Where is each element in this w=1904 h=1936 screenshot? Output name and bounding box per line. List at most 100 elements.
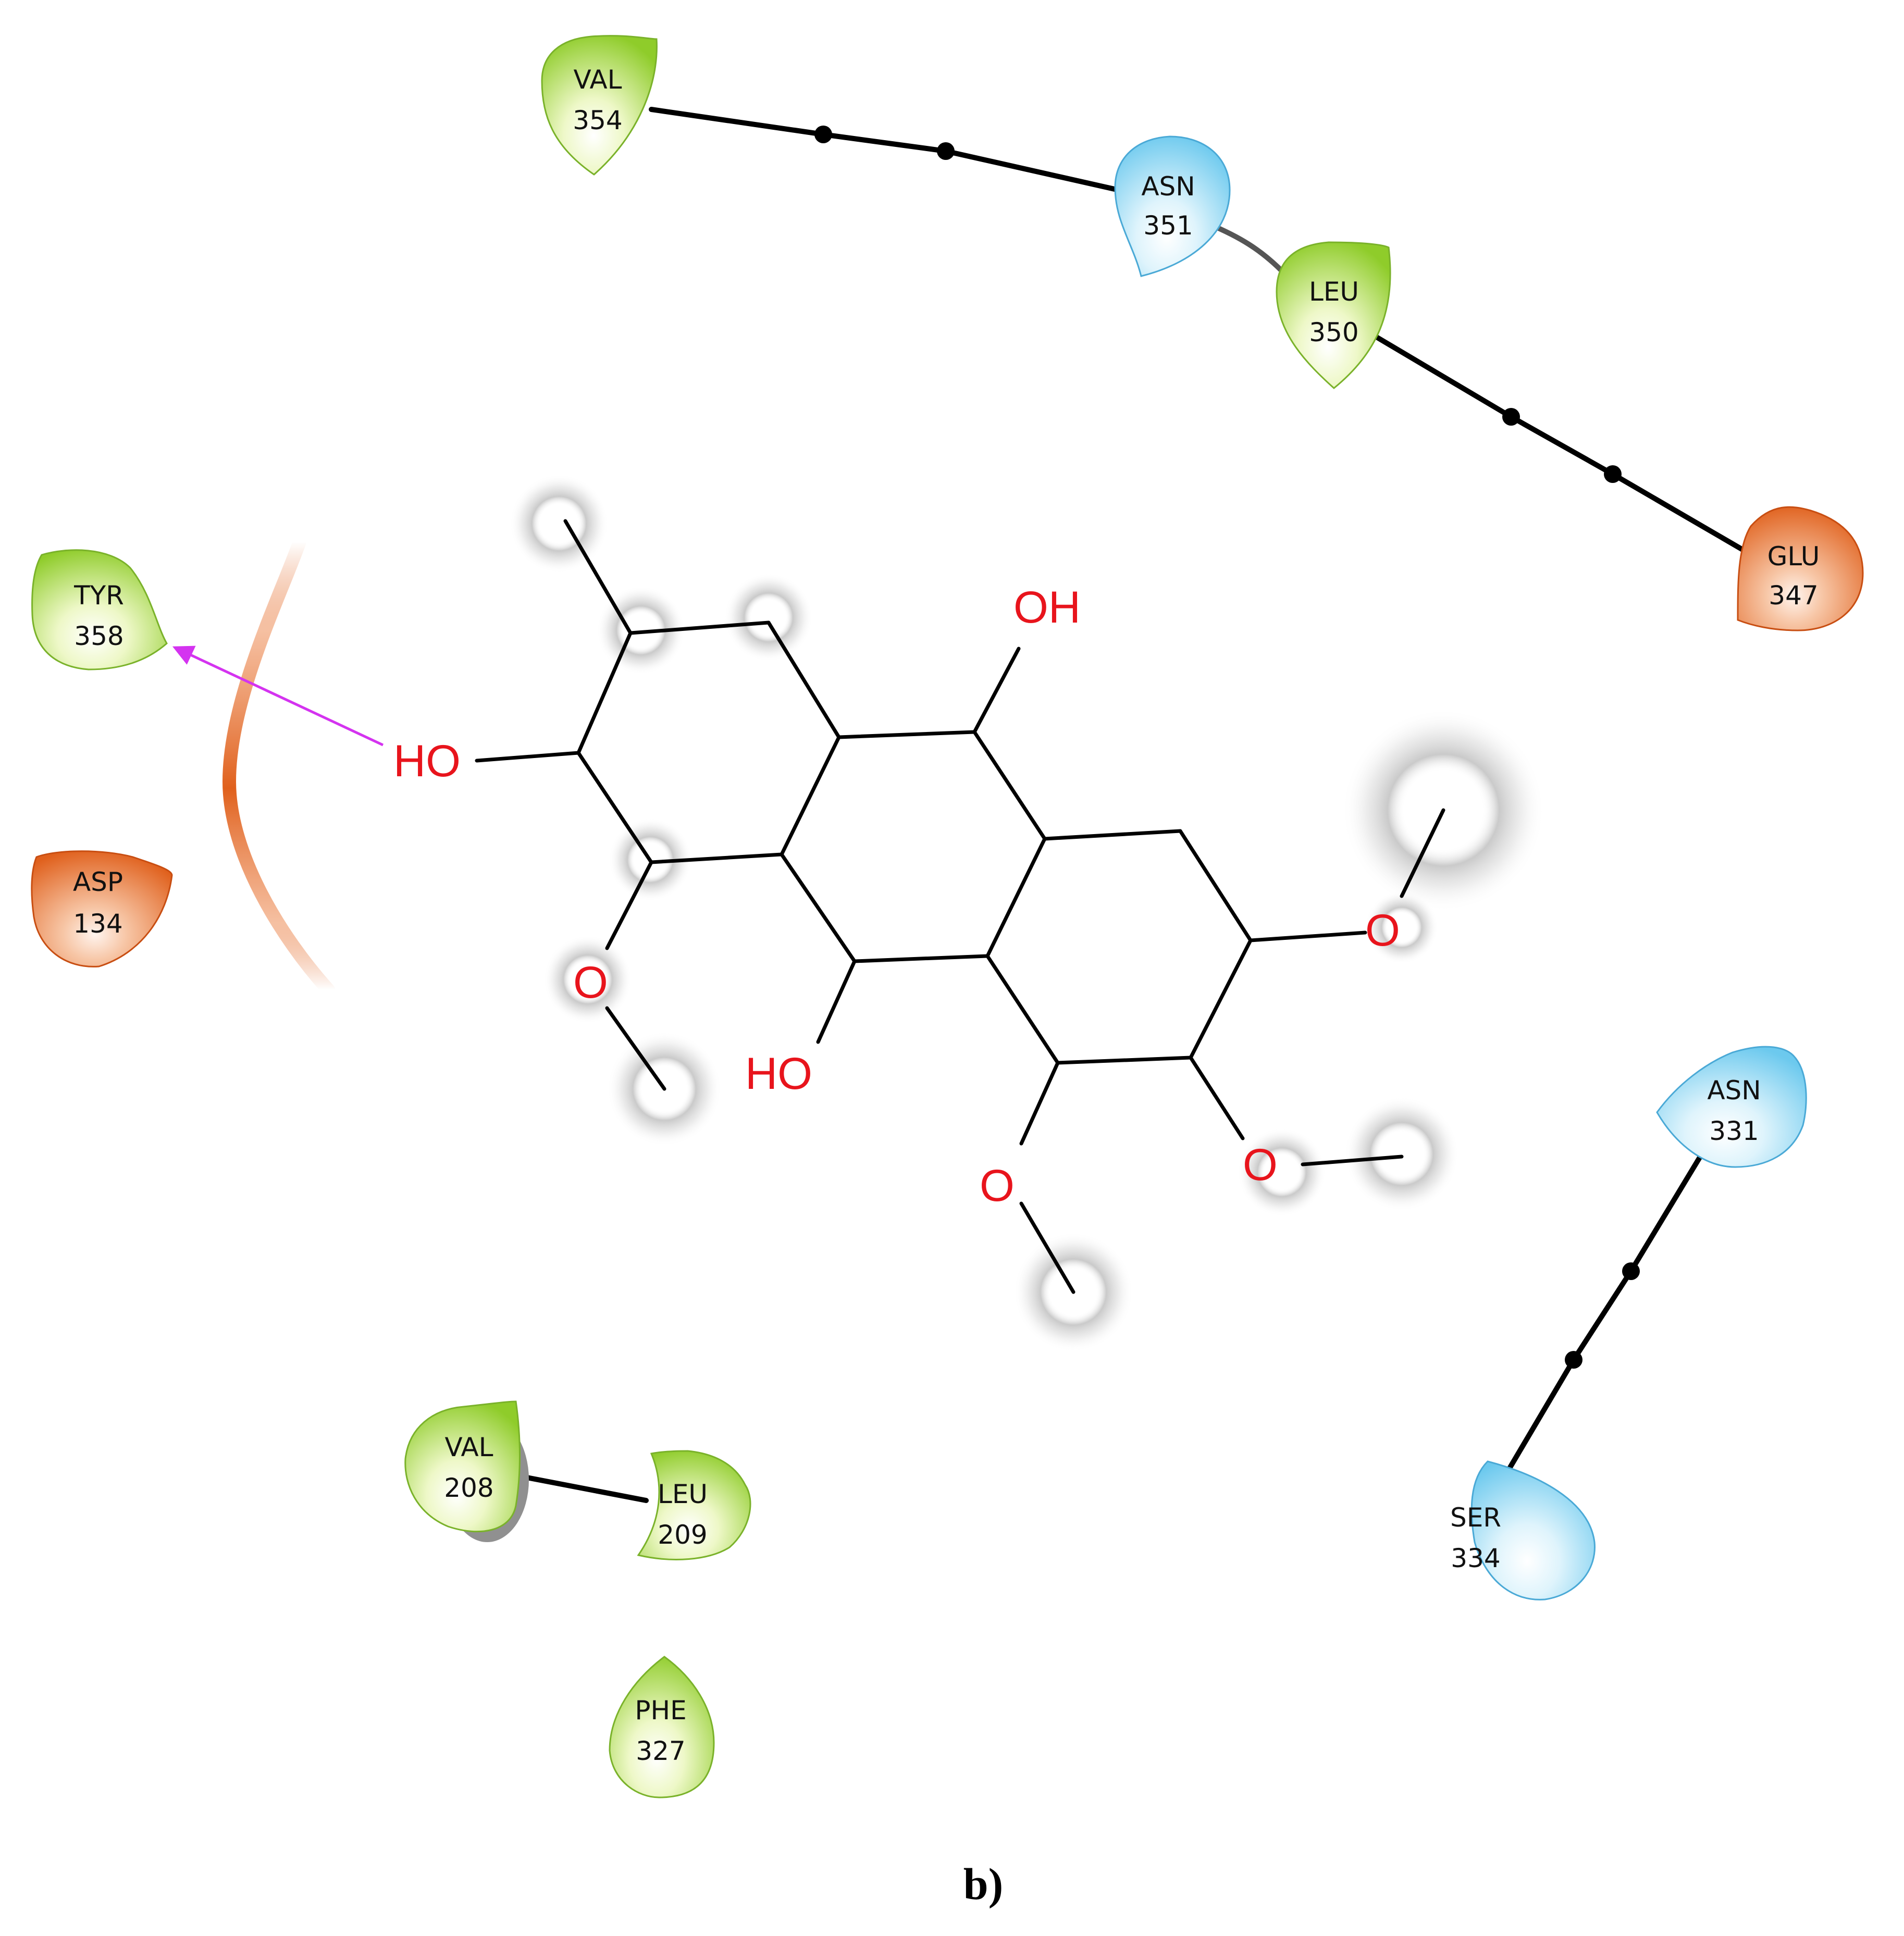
residue-asn351: ASN 351 [1114,135,1231,277]
residue-number: 347 [1769,580,1818,611]
residue-tyr358: TYR 358 [31,549,168,671]
residue-glu347: GLU 347 [1737,506,1864,631]
backbone-node [814,126,832,143]
residue-name: VAL [444,1432,493,1462]
atom-label-ho: HO [745,1049,812,1099]
bond [837,730,976,739]
bond [1019,1061,1060,1146]
residue-asn331: ASN 331 [1656,1046,1807,1168]
residue-name: ASN [1707,1075,1761,1106]
residue-name: GLU [1767,541,1820,572]
residue-number: 134 [73,909,122,939]
residue-shape [1656,1046,1807,1168]
backbone-node [1502,408,1520,426]
residue-name: TYR [73,580,124,611]
residue-number: 351 [1143,210,1193,241]
bond [780,852,857,963]
bond [1043,829,1182,841]
residue-leu350: LEU 350 [1276,241,1391,389]
residue-name: SER [1450,1503,1501,1533]
ligand-bonds [475,519,1445,1294]
residue-name: VAL [573,65,622,95]
exposure-halo [1365,891,1438,964]
bond [816,959,857,1044]
backbone-asn351-leu350 [1206,221,1284,274]
residue-shape [31,850,173,967]
residue-shape [609,1656,715,1798]
backbone-val208-leu209 [508,1472,649,1503]
residue-shape [1470,1460,1596,1600]
atom-label-o: O [1243,1140,1278,1190]
bond [576,631,633,755]
bond [1178,829,1253,942]
residue-shape [541,35,658,176]
backbone-node [1565,1351,1582,1369]
atom-label-o: O [1365,905,1400,955]
residue-name: LEU [1309,277,1359,307]
bond [985,954,1060,1065]
residue-shape [1114,135,1231,277]
pocket-boundary-curve [222,535,335,997]
bond [1189,1056,1245,1140]
bond [1056,1056,1193,1065]
bond [605,1006,666,1091]
residues: VAL 354 ASN 351 LEU 350 GLU 347 TYR 358 … [31,35,1864,1798]
residue-name: LEU [658,1479,708,1509]
bond [780,735,841,857]
bond [1019,1201,1075,1294]
residue-name: ASP [73,867,123,897]
residue-number: 331 [1709,1116,1759,1146]
bond [852,954,990,963]
bond [985,837,1047,958]
atom-label-o: O [980,1161,1015,1211]
backbone-asn331-ser334 [1503,1144,1709,1477]
bond [475,751,580,763]
exposure-halo [1238,1128,1326,1217]
backbone-val354-asn351 [649,107,1133,195]
residue-number: 327 [636,1736,685,1766]
bond [1301,1155,1404,1166]
residue-shape [637,1450,751,1560]
bond [605,860,653,950]
exposure-halo [1344,1097,1459,1211]
bond [628,620,771,635]
residue-leu209: LEU 209 [637,1450,751,1560]
residue-val208: VAL 208 [404,1400,521,1533]
figure-caption: b) [963,1859,1003,1909]
bond [972,730,1047,841]
exposure-halo [724,573,813,662]
backbone-node [937,142,955,160]
backbone-leu350-glu347 [1368,331,1759,560]
residue-number: 350 [1309,317,1358,348]
residue-name: PHE [635,1695,686,1726]
residue-number: 208 [444,1473,493,1503]
backbone-node [1622,1262,1640,1280]
residue-number: 358 [74,621,123,651]
bond [972,647,1021,734]
backbone-connections [508,107,1759,1503]
bond [766,620,841,739]
residue-shape [31,549,168,671]
bond [1189,938,1253,1060]
residue-shape [1276,241,1391,389]
atom-labels: OH HO HO O O O O [393,582,1400,1211]
bond [649,852,784,864]
residue-phe327: PHE 327 [609,1656,715,1798]
exposure-halo [510,474,609,573]
backbone-node [1604,465,1622,483]
residue-number: 209 [658,1520,707,1550]
residue-name: ASN [1141,171,1195,202]
atom-label-ho: HO [393,736,461,786]
residue-val354: VAL 354 [541,35,658,176]
bond [1248,930,1367,942]
residue-number: 354 [573,105,622,135]
bond [563,519,633,635]
hbond-arrow [172,646,384,747]
atom-label-oh: OH [1013,582,1081,632]
bond [1400,808,1445,898]
residue-number: 334 [1451,1543,1500,1573]
bond [576,751,653,864]
exposure-halo [543,935,632,1024]
residue-ser334: SER 334 [1450,1460,1596,1600]
